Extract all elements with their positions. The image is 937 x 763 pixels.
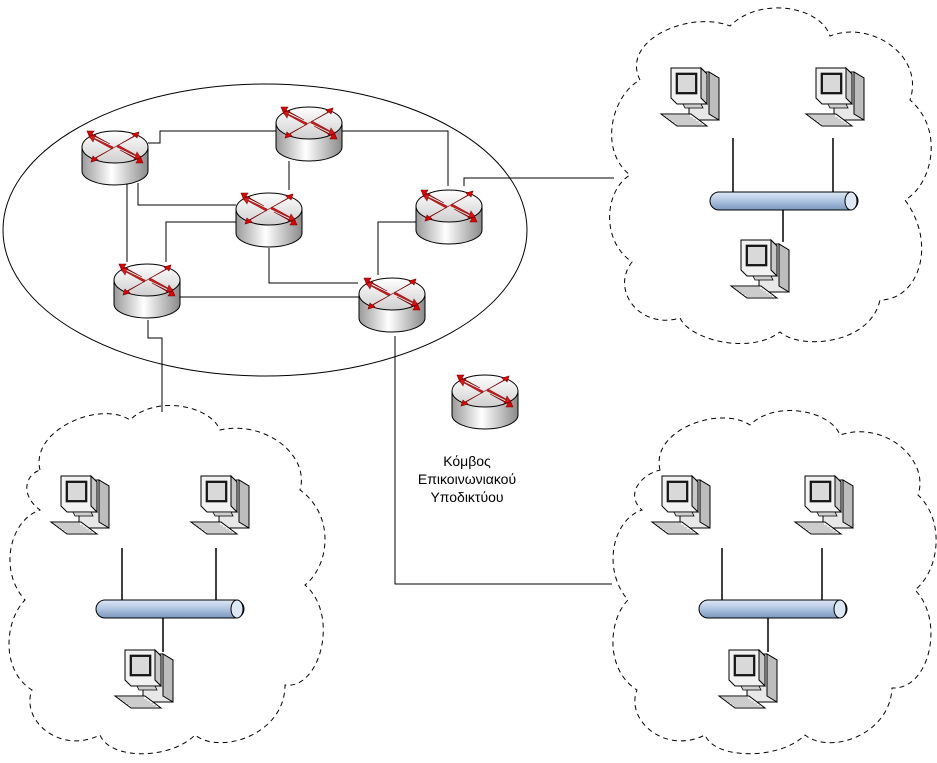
workstation-icon	[794, 475, 854, 535]
legend-label: Κόμβος Επικοινωνιακού Υποδικτύου	[405, 452, 529, 506]
legend-line-3: Υποδικτύου	[430, 489, 504, 505]
router-icon	[113, 263, 181, 319]
workstation-icon	[651, 475, 711, 535]
workstation-icon	[50, 475, 110, 535]
router-icon	[81, 130, 149, 186]
router-icon	[275, 106, 343, 162]
lan-bus-icon	[95, 599, 245, 619]
legend-router-icon	[451, 374, 519, 430]
workstation-icon	[730, 239, 790, 299]
router-icon	[235, 192, 303, 248]
workstation-icon	[805, 67, 865, 127]
lan-bus-icon	[698, 599, 848, 619]
legend-line-1: Κόμβος	[443, 453, 491, 469]
workstation-icon	[660, 67, 720, 127]
workstation-icon	[114, 649, 174, 709]
workstation-icon	[190, 475, 250, 535]
workstation-icon	[718, 649, 778, 709]
legend-line-2: Επικοινωνιακού	[417, 471, 517, 487]
backbone-links	[126, 130, 614, 585]
router-icon	[415, 189, 483, 245]
lan-cloud	[8, 405, 326, 755]
router-icon	[358, 277, 426, 333]
lan-cloud	[609, 7, 932, 344]
backbone-ellipse	[2, 83, 528, 377]
lan-cloud	[612, 410, 937, 755]
lan-bus-icon	[709, 191, 859, 211]
